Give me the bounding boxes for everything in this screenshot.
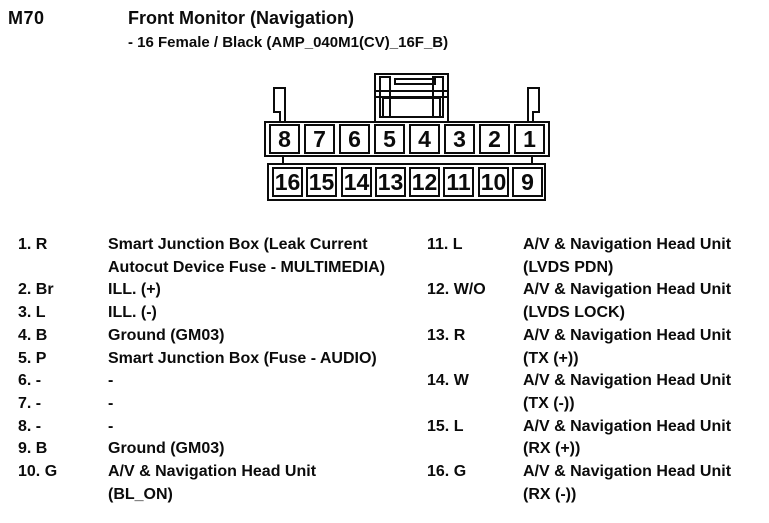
- pin-cell-10: 10: [478, 167, 509, 197]
- pin-list-right: 11. L A/V & Navigation Head Unit (LVDS P…: [427, 234, 731, 506]
- pin-cell-16: 16: [272, 167, 303, 197]
- pin-cell-5: 5: [374, 124, 405, 154]
- pin-description-line: (BL_ON): [108, 485, 173, 503]
- pin-number-color: 11. L: [427, 236, 463, 253]
- connector-diagram: 8 7 6 5 4 3 2 1 16 15 14 13 12 11 10 9: [255, 70, 555, 210]
- page-title: Front Monitor (Navigation): [128, 8, 354, 28]
- pin-number-color: 14. W: [427, 372, 469, 390]
- right-tab-icon: [527, 87, 540, 123]
- pin-number-color: 2. Br: [18, 281, 54, 299]
- pin-cell-8: 8: [269, 124, 300, 154]
- pin-cell-13: 13: [375, 167, 406, 197]
- pin-number-color: 8. -: [18, 417, 42, 435]
- pin-row-3: 3. L ILL. (-): [18, 302, 385, 325]
- pin-row-13: 13. R A/V & Navigation Head Unit (TX (+)…: [427, 325, 731, 370]
- pin-description-line: A/V & Navigation Head Unit: [108, 463, 317, 481]
- pin-description: A/V & Navigation Head Unit (RX (+)): [523, 416, 731, 461]
- pin-row-5: 5. P Smart Junction Box (Fuse - AUDIO): [18, 348, 385, 371]
- pin-description: ILL. (+): [108, 279, 161, 302]
- pin-description: ILL. (-): [108, 302, 157, 325]
- pin-description-line: (TX (-)): [523, 394, 575, 412]
- pin-description: A/V & Navigation Head Unit (TX (-)): [523, 370, 731, 415]
- pin-description-line: A/V & Navigation Head Unit: [523, 326, 732, 344]
- pin-cell-1: 1: [514, 124, 545, 154]
- pin-description-line: A/V & Navigation Head Unit: [523, 417, 732, 435]
- pin-number-color: 4. B: [18, 326, 48, 344]
- pin-description: -: [108, 416, 113, 439]
- pin-description: A/V & Navigation Head Unit (TX (+)): [523, 325, 731, 370]
- pin-description-line: A/V & Navigation Head Unit: [523, 372, 732, 390]
- pin-number-color: 6. -: [18, 372, 42, 390]
- pin-description-line: Autocut Device Fuse - MULTIMEDIA): [108, 258, 386, 276]
- pin-description-line: (LVDS PDN): [523, 258, 614, 276]
- pin-description-line: Smart Junction Box (Fuse - AUDIO): [108, 349, 377, 367]
- pin-number-color: 15. L: [427, 417, 464, 435]
- pin-description-line: -: [108, 372, 114, 390]
- pin-description-line: Ground (GM03): [108, 440, 225, 458]
- connector-code: M70: [8, 8, 45, 28]
- pin-description: -: [108, 370, 113, 393]
- pin-row-8: 8. - -: [18, 416, 385, 439]
- pin-description-line: A/V & Navigation Head Unit: [523, 463, 732, 481]
- pin-description: -: [108, 393, 113, 416]
- pin-cell-4: 4: [409, 124, 440, 154]
- pin-description-line: Smart Junction Box (Leak Current: [108, 236, 368, 253]
- pin-description: Smart Junction Box (Leak Current Autocut…: [108, 234, 385, 279]
- connector-spec: - 16 Female / Black (AMP_040M1(CV)_16F_B…: [128, 34, 449, 51]
- pin-description: A/V & Navigation Head Unit (LVDS LOCK): [523, 279, 731, 324]
- pin-description-line: (RX (-)): [523, 485, 577, 503]
- pin-description: A/V & Navigation Head Unit (BL_ON): [108, 461, 316, 506]
- left-tab-icon: [273, 87, 286, 123]
- pin-description-line: A/V & Navigation Head Unit: [523, 236, 732, 253]
- pin-cell-2: 2: [479, 124, 510, 154]
- pin-description-line: (TX (+)): [523, 349, 579, 367]
- pin-description: A/V & Navigation Head Unit (RX (-)): [523, 461, 731, 506]
- pin-row-10: 10. G A/V & Navigation Head Unit (BL_ON): [18, 461, 385, 506]
- pin-row-15: 15. L A/V & Navigation Head Unit (RX (+)…: [427, 416, 731, 461]
- pin-number-color: 10. G: [18, 463, 58, 481]
- pin-description-line: (RX (+)): [523, 440, 581, 458]
- pin-cell-3: 3: [444, 124, 475, 154]
- pin-list-left: 1. R Smart Junction Box (Leak Current Au…: [18, 234, 385, 506]
- pin-description: A/V & Navigation Head Unit (LVDS PDN): [523, 234, 731, 279]
- pin-number-color: 16. G: [427, 463, 467, 481]
- pin-row-16: 16. G A/V & Navigation Head Unit (RX (-)…: [427, 461, 731, 506]
- pin-number-color: 9. B: [18, 440, 48, 458]
- pin-number-color: 13. R: [427, 326, 466, 344]
- pin-description: Ground (GM03): [108, 325, 224, 348]
- pin-cell-6: 6: [339, 124, 370, 154]
- pin-cell-14: 14: [341, 167, 372, 197]
- pin-number-color: 12. W/O: [427, 281, 486, 299]
- pin-description-line: ILL. (+): [108, 281, 161, 299]
- pin-description-line: Ground (GM03): [108, 326, 225, 344]
- pin-row-9: 9. B Ground (GM03): [18, 438, 385, 461]
- pin-cell-11: 11: [443, 167, 474, 197]
- pin-number-color: 3. L: [18, 304, 46, 322]
- lock-latch-icon: [374, 73, 449, 123]
- pin-row-6: 6. - -: [18, 370, 385, 393]
- pin-row-11: 11. L A/V & Navigation Head Unit (LVDS P…: [427, 234, 731, 279]
- pin-cell-12: 12: [409, 167, 440, 197]
- pin-description-line: (LVDS LOCK): [523, 304, 625, 322]
- pin-row-14: 14. W A/V & Navigation Head Unit (TX (-)…: [427, 370, 731, 415]
- pin-row-2: 2. Br ILL. (+): [18, 279, 385, 302]
- pin-row-1: 1. R Smart Junction Box (Leak Current Au…: [18, 234, 385, 279]
- pin-description: Smart Junction Box (Fuse - AUDIO): [108, 348, 377, 371]
- pin-number-color: 5. P: [18, 349, 47, 367]
- pin-description-line: A/V & Navigation Head Unit: [523, 281, 732, 299]
- pin-number-color: 7. -: [18, 394, 42, 412]
- pin-description-line: ILL. (-): [108, 304, 157, 322]
- pin-cell-7: 7: [304, 124, 335, 154]
- pin-number-color: 1. R: [18, 236, 48, 253]
- pin-row-4: 4. B Ground (GM03): [18, 325, 385, 348]
- pin-row-12: 12. W/O A/V & Navigation Head Unit (LVDS…: [427, 279, 731, 324]
- pin-description-line: -: [108, 417, 114, 435]
- pin-cell-15: 15: [306, 167, 337, 197]
- pin-row-7: 7. - -: [18, 393, 385, 416]
- pin-cell-9: 9: [512, 167, 543, 197]
- pin-description: Ground (GM03): [108, 438, 224, 461]
- pin-description-line: -: [108, 394, 114, 412]
